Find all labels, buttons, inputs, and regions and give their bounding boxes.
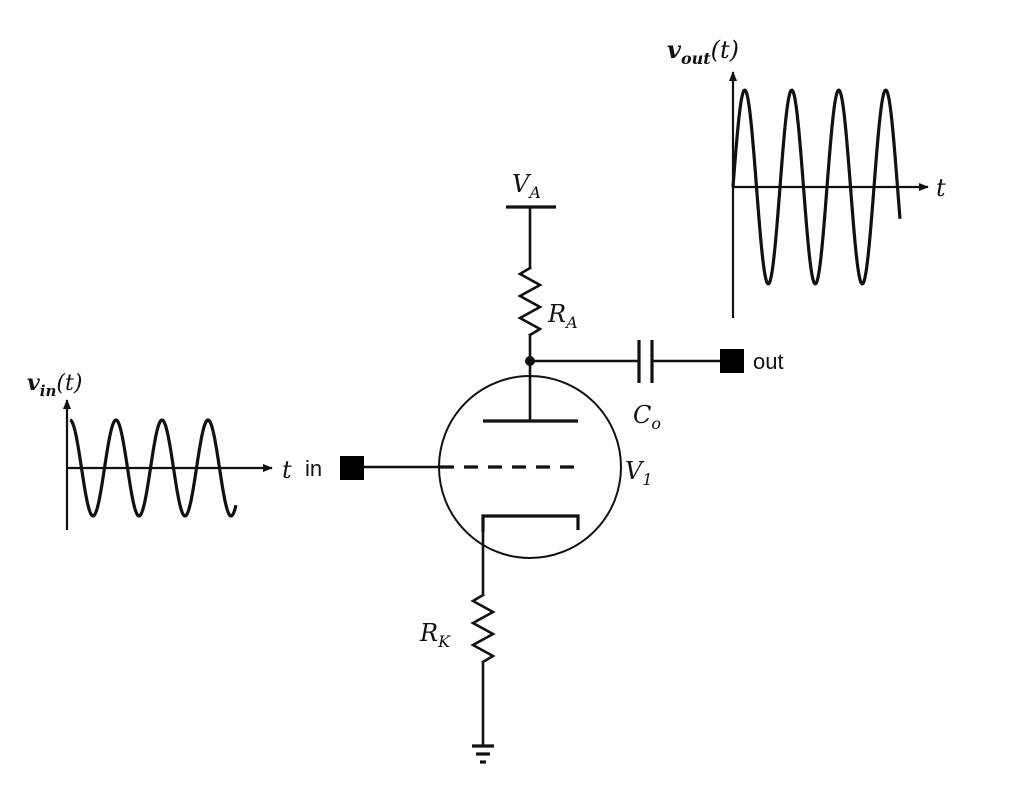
rk-label: RK [419, 619, 451, 651]
output-terminal: out [720, 349, 784, 374]
out-terminal-label: out [753, 349, 784, 374]
ground-symbol [472, 744, 494, 764]
resistor-rk: RK [419, 530, 496, 747]
in-terminal-label: in [305, 456, 322, 481]
capacitor-co: Co [633, 340, 722, 433]
va-label: VA [512, 170, 541, 202]
ra-label: RA [547, 300, 578, 332]
input-terminal: in [305, 456, 442, 481]
vin-t-label: t [282, 456, 292, 484]
resistor-ra: RA [517, 266, 578, 337]
supply-va: VA [506, 170, 556, 270]
triode-tube-v1: V1 [438, 375, 653, 559]
vin-waveform [69, 418, 238, 518]
vin-label: vin(t) [27, 370, 82, 400]
co-label: Co [633, 401, 661, 433]
anode-node [525, 333, 639, 422]
tube-cathode [481, 514, 580, 532]
vout-t-label: t [936, 174, 946, 202]
output-waveform-graph: vout(t) t [667, 35, 946, 318]
v1-label: V1 [625, 457, 653, 489]
vout-waveform [731, 88, 902, 286]
vout-label: vout(t) [667, 35, 739, 68]
input-waveform-graph: vin(t) t [27, 370, 292, 530]
